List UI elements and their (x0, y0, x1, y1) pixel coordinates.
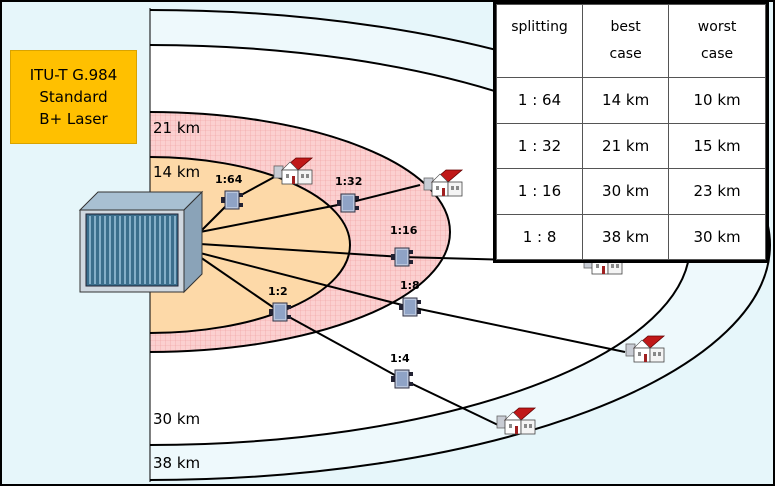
table-row: 1 : 64 14 km 10 km (495, 77, 766, 124)
ring-label-14km: 14 km (153, 163, 200, 181)
cell-best: 14 km (582, 77, 670, 124)
cell-best: 30 km (582, 168, 670, 215)
standard-label-box: ITU-T G.984 Standard B+ Laser (10, 50, 137, 144)
splitter-label-1-16: 1:16 (390, 224, 418, 237)
splitter-label-1-32: 1:32 (335, 175, 362, 188)
fiber-olt-s16 (199, 243, 403, 258)
splitter-label-1-64: 1:64 (215, 173, 243, 186)
ring-label-30km: 30 km (153, 410, 200, 428)
olt-rack (78, 190, 204, 294)
cell-best: 38 km (582, 213, 670, 260)
cell-worst: 30 km (668, 213, 766, 260)
cell-split: 1 : 16 (495, 168, 584, 215)
splitter-label-1-4: 1:4 (390, 352, 410, 365)
fiber-olt-s2 (199, 256, 281, 313)
fiber-lines (199, 174, 626, 426)
table-row: 1 : 8 38 km 30 km (495, 213, 766, 260)
ring-label-38km: 38 km (153, 454, 200, 472)
header-splitting: splitting (495, 4, 584, 78)
standard-line-3: B+ Laser (39, 110, 108, 128)
cell-worst: 10 km (668, 77, 766, 124)
cell-worst: 23 km (668, 168, 766, 215)
cell-split: 1 : 64 (495, 77, 584, 124)
table-row: 1 : 32 21 km 15 km (495, 122, 766, 169)
ring-label-21km: 21 km (153, 119, 200, 137)
cell-split: 1 : 32 (495, 122, 584, 169)
standard-line-1: ITU-T G.984 (29, 66, 118, 84)
fiber-olt-s8 (199, 252, 411, 308)
splitter-label-1-8: 1:8 (400, 279, 420, 292)
cell-split: 1 : 8 (495, 213, 584, 260)
fiber-olt-s32 (199, 202, 349, 233)
standard-line-2: Standard (39, 88, 108, 106)
fiber-s2-s4 (279, 311, 403, 380)
table-row: 1 : 16 30 km 23 km (495, 168, 766, 215)
cell-best: 21 km (582, 122, 670, 169)
splitter-label-1-2: 1:2 (268, 285, 288, 298)
cell-worst: 15 km (668, 122, 766, 169)
